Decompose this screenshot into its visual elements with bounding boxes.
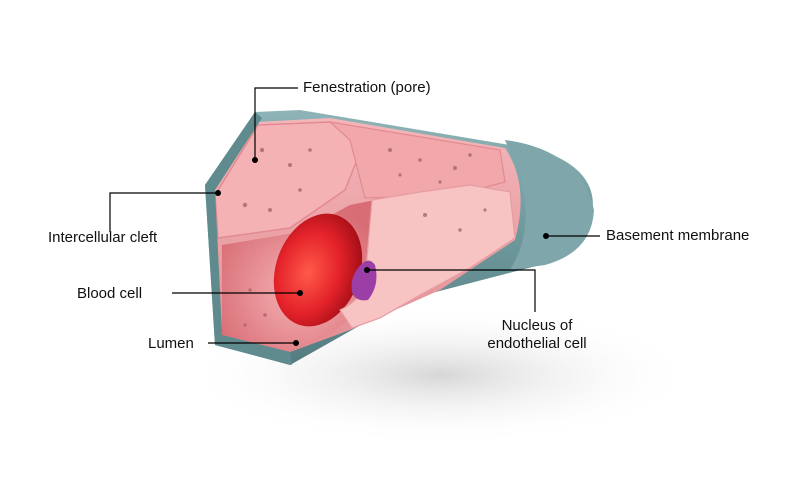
leader-dots <box>215 157 549 346</box>
blood-cell-shape <box>273 213 363 327</box>
label-intercellular-cleft: Intercellular cleft <box>48 229 158 246</box>
leader-lines <box>109 87 600 344</box>
leader-nucleus <box>367 269 536 312</box>
label-nucleus: Nucleus of endothelial cell <box>467 317 607 353</box>
label-lumen: Lumen <box>148 335 194 352</box>
fenestration-pores <box>242 147 487 327</box>
label-nucleus-line1: Nucleus of <box>501 317 573 334</box>
label-blood-cell: Blood cell <box>77 285 143 302</box>
tube-end-shape <box>505 140 594 270</box>
leader-intercellular <box>109 192 218 232</box>
label-basement-membrane: Basement membrane <box>606 227 750 244</box>
label-nucleus-line2: endothelial cell <box>487 335 587 352</box>
leader-fenestration <box>254 87 298 160</box>
label-fenestration: Fenestration (pore) <box>303 79 431 96</box>
